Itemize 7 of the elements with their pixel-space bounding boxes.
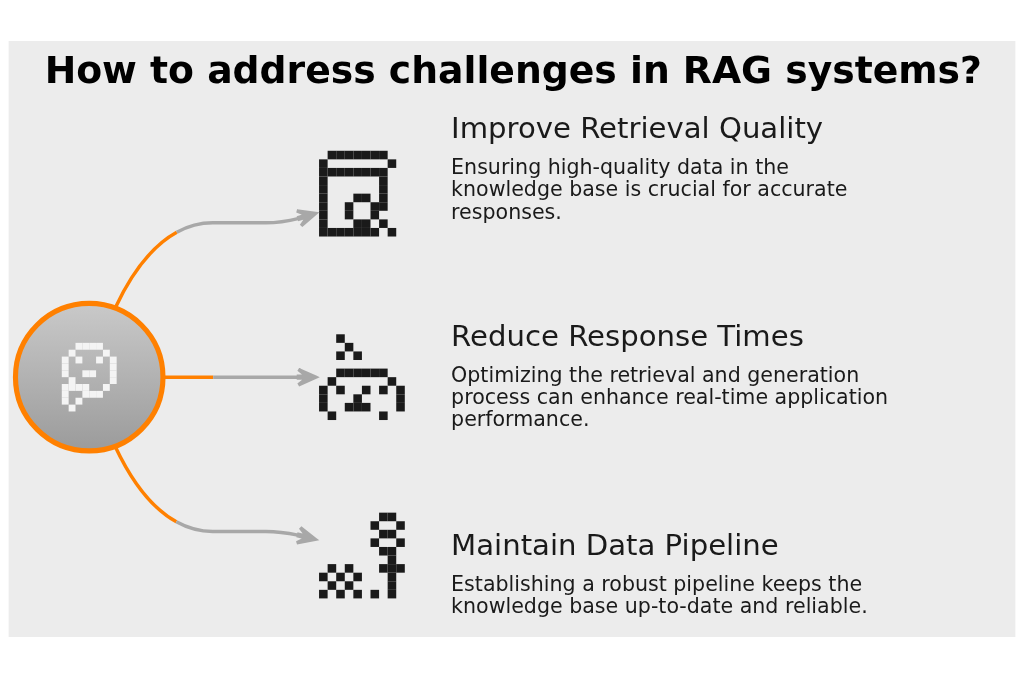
node-label: Establishing a robust pipeline keeps the knowledge base up-to-date and reliable.: [451, 571, 868, 619]
node-label: Ensuring high-quality data in the knowledge base is crucial for accurate responses.: [451, 155, 848, 224]
node-label: Optimizing the retrieval and generation process can enhance real-time application performance.: [451, 362, 889, 432]
node-label: Reduce Response Times: [451, 318, 804, 353]
diagram-title: How to address challenges in RAG systems?: [44, 48, 982, 93]
node-label: Maintain Data Pipeline: [451, 527, 779, 562]
node-label: Improve Retrieval Quality: [451, 111, 824, 146]
